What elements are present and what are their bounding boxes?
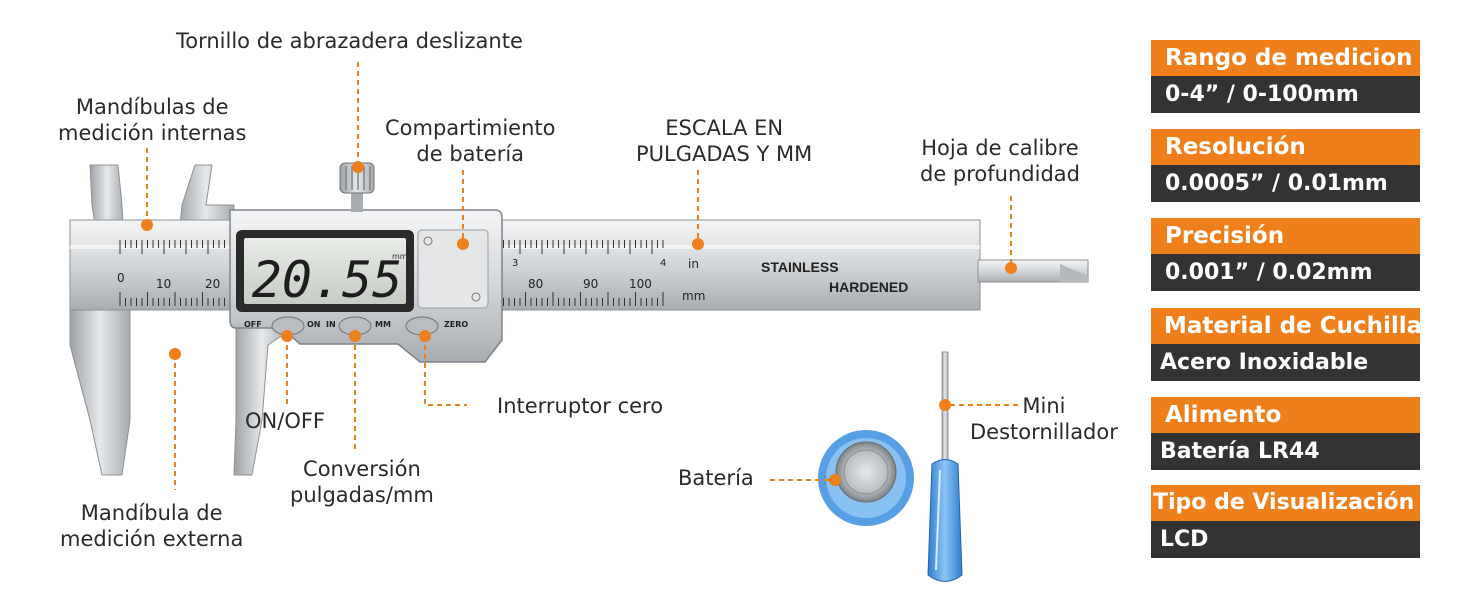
spec-title: Rango de medicion xyxy=(1151,40,1420,76)
btn-off-text: OFF xyxy=(244,320,262,329)
label-clamp-screw: Tornillo de abrazadera deslizante xyxy=(176,28,523,54)
label-battery-compartment: Compartimiento de batería xyxy=(385,115,555,167)
btn-on-text: ON xyxy=(307,320,321,329)
label-depth-blade-line2: de profundidad xyxy=(920,162,1080,186)
label-conversion-line2: pulgadas/mm xyxy=(290,483,434,507)
spec-value: Batería LR44 xyxy=(1151,433,1420,470)
label-battery-compartment-line2: de batería xyxy=(416,142,525,166)
lcd-readout: 20.55 xyxy=(252,251,403,309)
leader-dots xyxy=(141,161,1017,486)
scale-mm-text: mm xyxy=(682,289,705,303)
jaw-scale-20: 20 xyxy=(205,277,220,291)
label-outer-jaw: Mandíbula de medición externa xyxy=(60,500,243,552)
scale-inch-text: in xyxy=(688,257,699,271)
lcd-unit: mm xyxy=(392,252,408,261)
spec-power: Alimento Batería LR44 xyxy=(1151,397,1420,470)
spec-value: 0.0005” / 0.01mm xyxy=(1151,165,1420,202)
btn-zero-text: ZERO xyxy=(444,320,468,329)
spec-title: Precisión xyxy=(1151,218,1420,254)
spec-precision: Precisión 0.001” / 0.02mm xyxy=(1151,218,1420,291)
label-scale: ESCALA EN PULGADAS Y MM xyxy=(636,115,812,167)
spec-title: Resolución xyxy=(1151,129,1420,165)
beam-scale-90: 90 xyxy=(583,277,598,291)
label-inner-jaws: Mandíbulas de medición internas xyxy=(58,94,246,146)
outer-jaw-fixed xyxy=(69,299,131,476)
spec-title: Tipo de Visualización xyxy=(1151,485,1420,521)
battery-image xyxy=(818,430,914,526)
label-depth-blade-line1: Hoja de calibre xyxy=(921,136,1079,160)
spec-value: Acero Inoxidable xyxy=(1151,344,1420,381)
spec-title: Alimento xyxy=(1151,397,1420,433)
clamp-screw-post xyxy=(351,190,363,212)
label-on-off-text: ON/OFF xyxy=(245,409,326,433)
leader-lines xyxy=(146,62,1018,490)
battery-cover xyxy=(417,229,489,309)
spec-value: LCD xyxy=(1151,521,1420,558)
beam-inch-4: 4 xyxy=(660,258,666,269)
caliper: 20.55 mm OFF ON IN MM ZERO in mm STAINLE… xyxy=(69,162,1089,476)
label-battery-text: Batería xyxy=(678,466,754,490)
spec-measuring-range: Rango de medicion 0-4” / 0-100mm xyxy=(1151,40,1420,113)
label-conversion-line1: Conversión xyxy=(303,457,421,481)
btn-in-text: IN xyxy=(326,320,336,329)
label-scale-line1: ESCALA EN xyxy=(665,116,784,140)
label-scale-line2: PULGADAS Y MM xyxy=(636,142,813,166)
lcd-screen xyxy=(244,238,406,304)
label-screwdriver: Mini Destornillador xyxy=(970,393,1118,445)
label-outer-jaw-line1: Mandíbula de xyxy=(80,501,223,525)
label-inner-jaws-line1: Mandíbulas de xyxy=(75,95,229,119)
label-clamp-screw-text: Tornillo de abrazadera deslizante xyxy=(176,29,523,53)
stainless-text: STAINLESS xyxy=(761,259,839,275)
label-on-off: ON/OFF xyxy=(245,408,325,434)
spec-display-type: Tipo de Visualización LCD xyxy=(1151,485,1420,558)
label-battery: Batería xyxy=(678,465,754,491)
label-conversion: Conversión pulgadas/mm xyxy=(290,456,434,508)
beam-scale-80: 80 xyxy=(528,277,543,291)
hardened-text: HARDENED xyxy=(829,279,908,295)
label-depth-blade: Hoja de calibre de profundidad xyxy=(920,135,1080,187)
label-zero-switch-text: Interruptor cero xyxy=(497,394,664,418)
spec-value: 0-4” / 0-100mm xyxy=(1151,76,1420,113)
label-screwdriver-line1: Mini xyxy=(1022,394,1066,418)
jaw-scale-10: 10 xyxy=(156,277,171,291)
beam-scale-100: 100 xyxy=(629,277,652,291)
btn-mm-text: MM xyxy=(375,320,391,329)
label-inner-jaws-line2: medición internas xyxy=(58,121,247,145)
beam-inch-3: 3 xyxy=(512,258,518,269)
spec-value: 0.001” / 0.02mm xyxy=(1151,254,1420,291)
label-outer-jaw-line2: medición externa xyxy=(60,527,244,551)
spec-blade-material: Material de Cuchilla Acero Inoxidable xyxy=(1151,308,1420,381)
jaw-scale-0: 0 xyxy=(117,271,125,285)
label-battery-compartment-line1: Compartimiento xyxy=(385,116,556,140)
spec-resolution: Resolución 0.0005” / 0.01mm xyxy=(1151,129,1420,202)
spec-title: Material de Cuchilla xyxy=(1151,308,1420,344)
label-zero-switch: Interruptor cero xyxy=(497,393,663,419)
screwdriver-image xyxy=(927,351,963,582)
label-screwdriver-line2: Destornillador xyxy=(970,420,1118,444)
